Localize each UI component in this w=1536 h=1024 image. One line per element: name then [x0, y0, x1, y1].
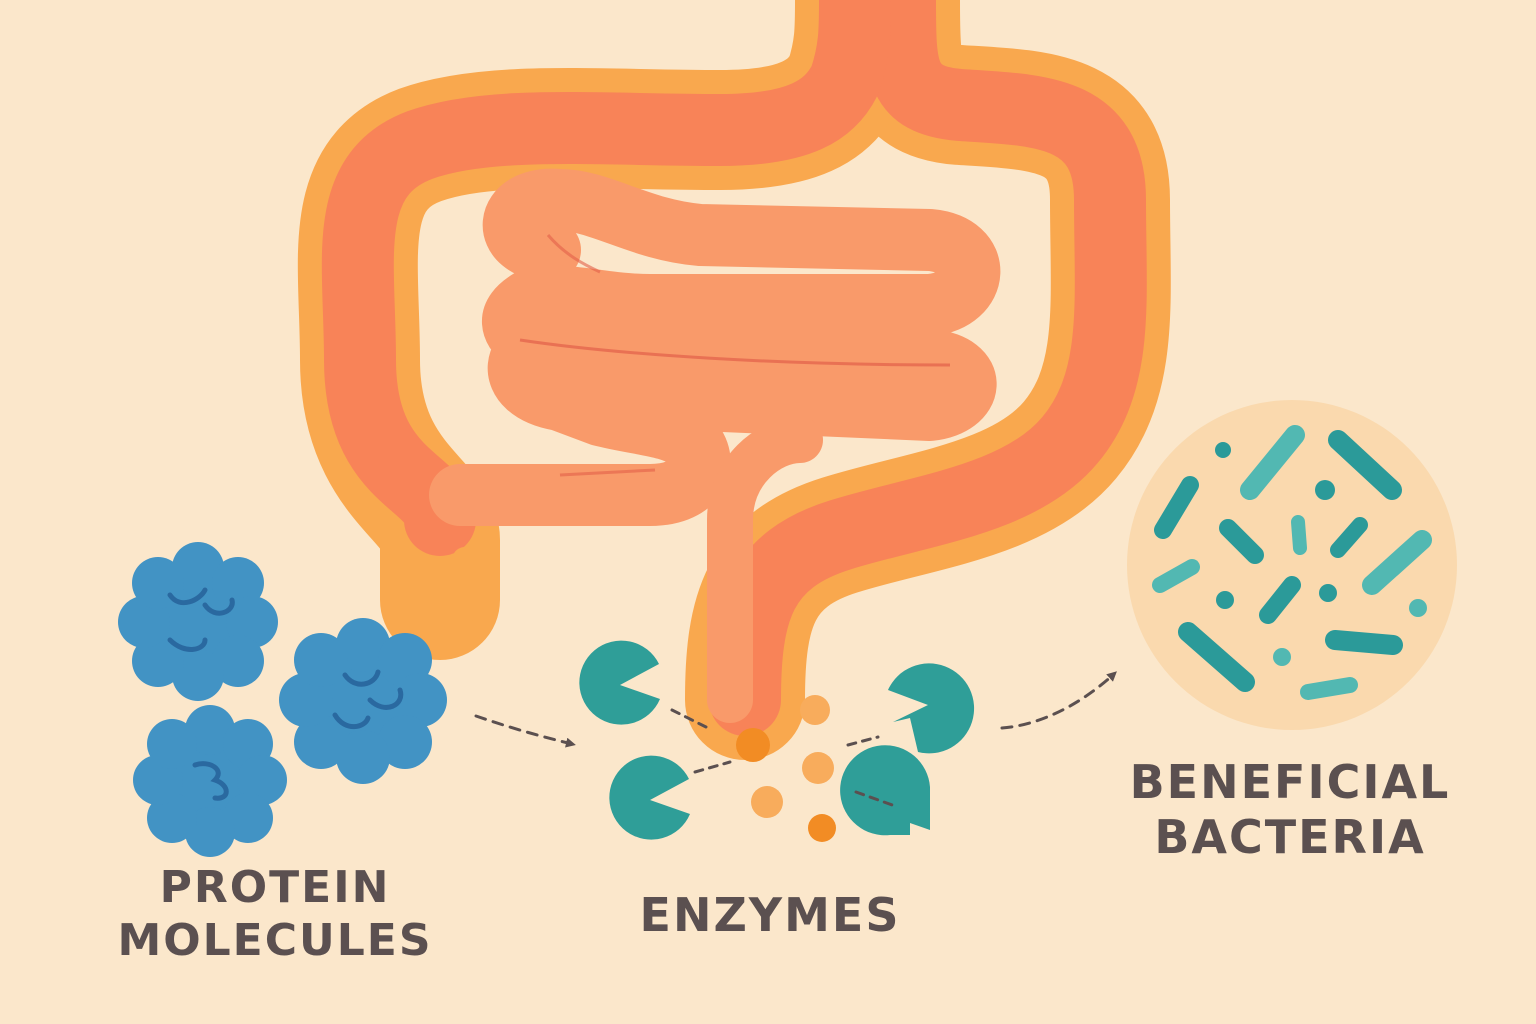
large-intestine [297, 0, 1171, 760]
enzyme-3 [888, 663, 975, 754]
bacteria-colony [1127, 400, 1457, 730]
protein-label-line-2: MOLECULES [117, 914, 433, 966]
nutrient-particles [736, 695, 836, 842]
enzymes-label-text: ENZYMES [639, 888, 901, 942]
protein-label-line-1: PROTEIN [159, 862, 391, 913]
protein-molecule-3 [133, 705, 287, 857]
enzymes-label: ENZYMES [600, 888, 940, 943]
enzyme-4 [840, 745, 930, 836]
enzyme-2 [609, 755, 690, 840]
protein-to-enzyme-arrow [474, 714, 576, 748]
protein-molecule-1 [118, 542, 278, 701]
protein-molecules [118, 542, 447, 857]
enzyme-1 [579, 640, 660, 725]
bacteria-label-line-2: BACTERIA [1154, 810, 1426, 865]
enzymes [579, 640, 975, 840]
small-intestine [429, 168, 1001, 723]
protein-molecule-2 [279, 618, 447, 784]
enzyme-action-dashes [670, 708, 897, 808]
enzyme-to-bacteria-arrow [1000, 671, 1117, 730]
protein-molecules-label: PROTEIN MOLECULES [95, 862, 455, 968]
bacteria-label-line-1: BENEFICIAL [1129, 755, 1451, 809]
beneficial-bacteria-label: BENEFICIAL BACTERIA [1105, 755, 1475, 865]
